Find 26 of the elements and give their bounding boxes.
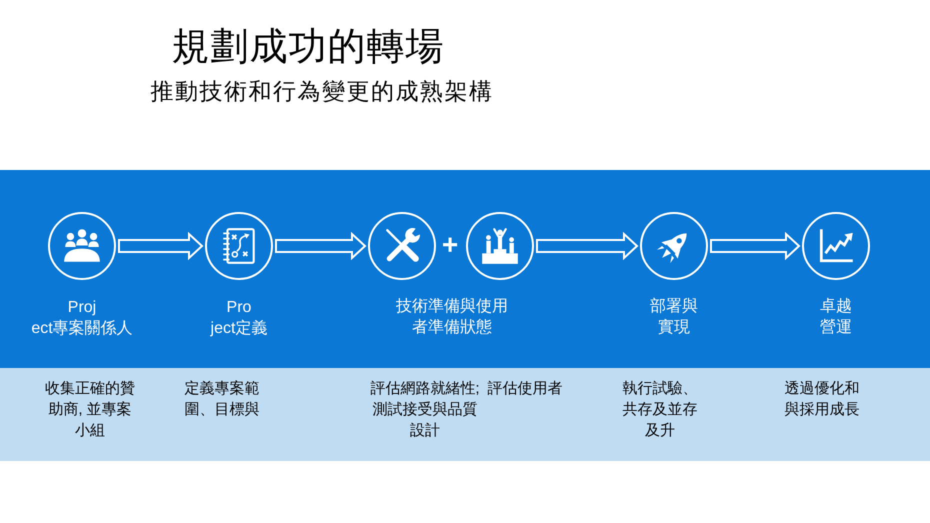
description-text: 評估使用者 <box>486 379 564 399</box>
description-band <box>0 368 930 461</box>
arrow <box>710 232 800 260</box>
step-label: 卓越營運 <box>819 296 853 338</box>
step-circle <box>640 212 708 280</box>
description-text: 透過優化和與採用成長 <box>784 379 860 420</box>
subtitle: 推動技術和行為變更的成熟架構 <box>150 77 494 106</box>
step-label: 部署與實現 <box>649 296 699 338</box>
description-text: 收集正確的贊助商, 並專案小組 <box>44 379 136 441</box>
step-circle <box>368 212 436 280</box>
arrow <box>118 232 204 260</box>
description-text: 執行試驗、共存及並存及升 <box>622 379 698 441</box>
arrow <box>536 232 638 260</box>
step-circle <box>466 212 534 280</box>
description-text: 評估網路就緒性;測試接受與品質設計 <box>369 379 481 441</box>
description-text: 定義專案範圍、目標與 <box>184 379 260 420</box>
arrow <box>275 232 366 260</box>
title: 規劃成功的轉場 <box>170 25 446 70</box>
step-label: Proj ect專案關係人 <box>30 298 134 339</box>
process-band <box>0 170 930 368</box>
step-circle <box>48 212 116 280</box>
step-label: Pro ject定義 <box>209 298 268 339</box>
step-label: 技術準備與使用者準備狀態 <box>395 296 509 338</box>
plus-sign: + <box>440 229 460 261</box>
step-circle <box>802 212 870 280</box>
step-circle <box>205 212 273 280</box>
